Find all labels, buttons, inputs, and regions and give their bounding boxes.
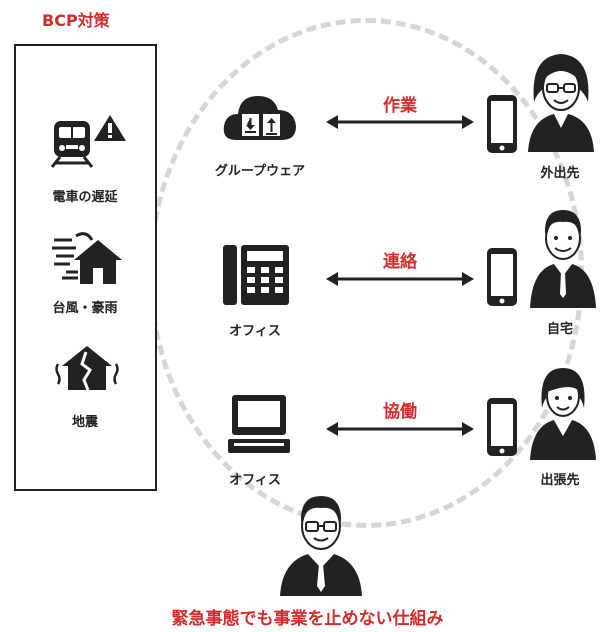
desk-phone-icon — [223, 245, 289, 305]
bcp-risk-box — [14, 44, 157, 491]
tool-label: オフィス — [229, 473, 281, 488]
smartphone-icon — [487, 95, 517, 153]
footer-tagline: 緊急事態でも事業を止めない仕組み — [171, 609, 444, 629]
woman-suit-icon — [530, 368, 596, 460]
train-warning-icon — [50, 115, 126, 168]
woman-glasses-icon — [528, 54, 594, 152]
storm-house-icon — [52, 232, 122, 284]
risk-label: 地震 — [71, 415, 98, 430]
action-label: 連絡 — [383, 252, 417, 272]
double-arrow-icon — [326, 272, 474, 286]
double-arrow-icon — [326, 422, 474, 436]
double-arrow-icon — [326, 115, 474, 129]
risk-label: 電車の遅延 — [52, 190, 118, 205]
action-label: 協働 — [383, 402, 417, 422]
place-label: 外出先 — [540, 166, 580, 181]
risk-label: 台風・豪雨 — [52, 301, 118, 316]
man-suit-icon — [530, 210, 596, 308]
tool-label: オフィス — [229, 324, 281, 339]
smartphone-icon — [487, 398, 517, 456]
computer-icon — [228, 395, 290, 453]
bcp-title: BCP対策 — [42, 11, 110, 30]
earthquake-house-icon — [55, 346, 119, 391]
businessman-glasses-icon — [280, 496, 362, 596]
place-label: 出張先 — [540, 473, 580, 488]
cloud-icon — [223, 96, 296, 140]
smartphone-icon — [487, 248, 517, 306]
action-label: 作業 — [383, 96, 417, 116]
tool-label: グループウェア — [214, 164, 306, 179]
place-label: 自宅 — [546, 322, 573, 337]
